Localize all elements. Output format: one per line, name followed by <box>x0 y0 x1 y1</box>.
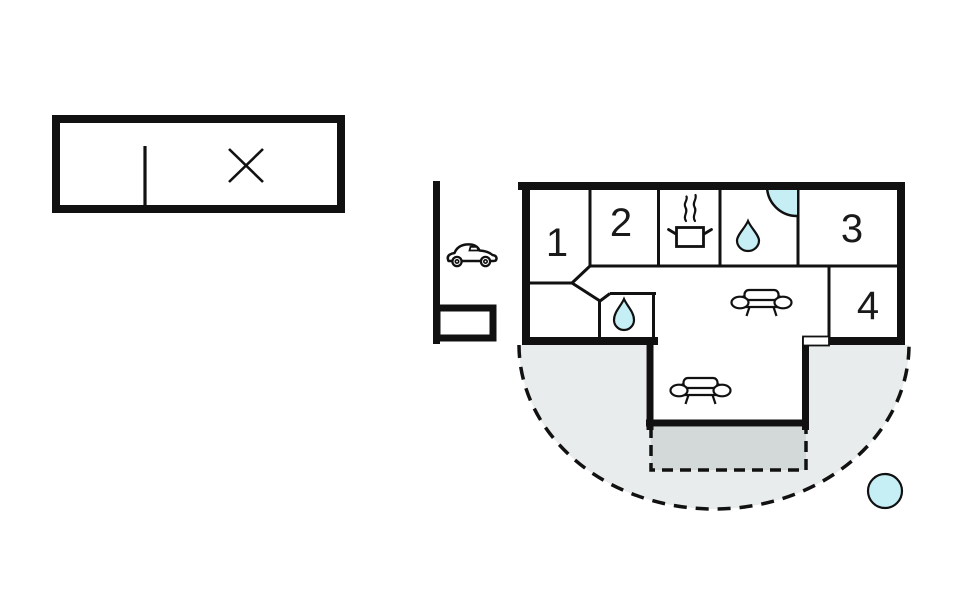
carport <box>433 181 497 344</box>
bathroom-water-drop-icon <box>735 218 761 253</box>
pond-circle-icon <box>866 472 904 510</box>
room-1-label: 1 <box>546 221 568 265</box>
garage-building <box>52 115 345 213</box>
sofa-icon-lounge <box>669 376 732 405</box>
car-icon <box>446 243 498 268</box>
terrace-area <box>649 427 808 472</box>
room-4-label: 4 <box>857 284 879 328</box>
storage-room <box>433 304 497 342</box>
house-main-footprint <box>522 182 905 345</box>
house-exterior-walls <box>518 182 905 430</box>
steam-pot-icon <box>667 193 713 248</box>
toilet-water-drop-icon <box>612 296 636 332</box>
room-3-label: 3 <box>841 207 863 251</box>
living-room-extension-footprint <box>646 341 806 426</box>
quarter-circle-shower-icon <box>765 185 798 218</box>
sofa-icon-living-room <box>730 288 793 317</box>
interior-walls <box>524 186 901 341</box>
terrace-door-opening <box>802 335 830 347</box>
cross-window-icon <box>228 148 264 183</box>
garden-semicircle <box>517 344 911 511</box>
room-2-label: 2 <box>610 201 632 245</box>
